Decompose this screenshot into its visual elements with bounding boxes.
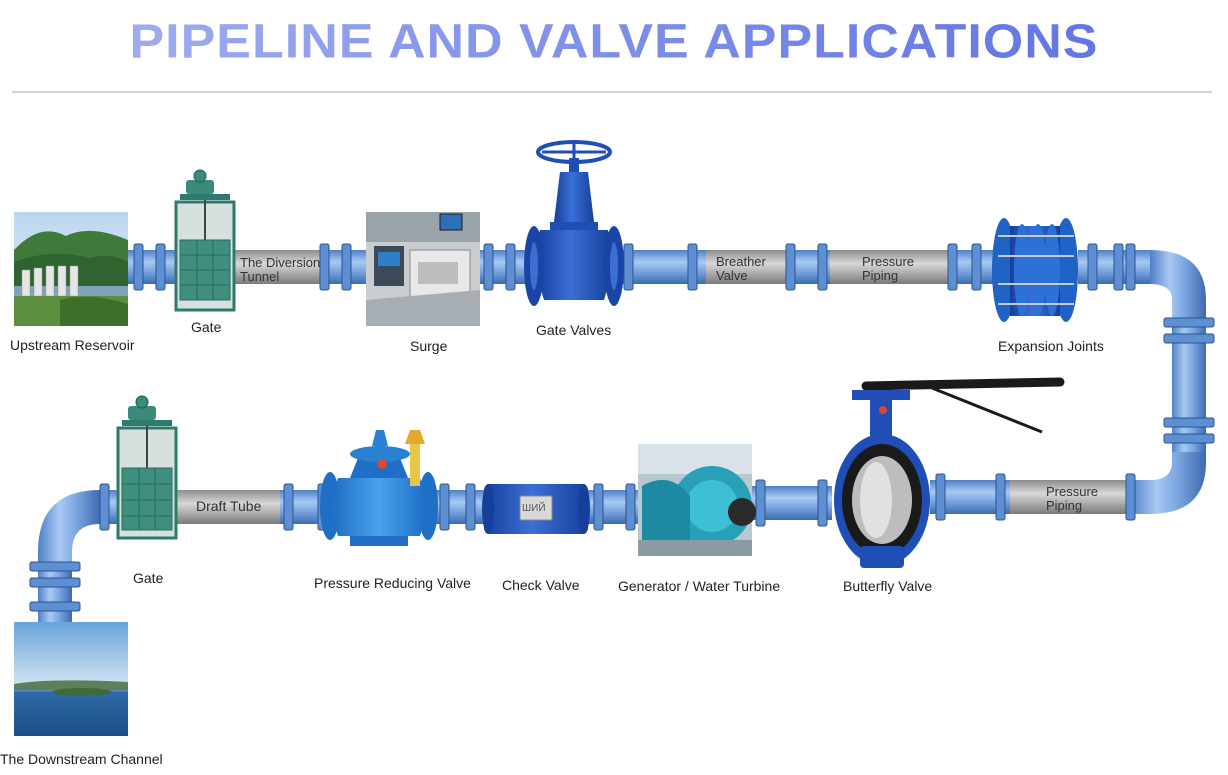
pressure-piping-top-label-2: Piping [862, 268, 899, 283]
draft-tube-label: Draft Tube [196, 498, 262, 514]
expansion-joints-label: Expansion Joints [998, 338, 1104, 354]
pressure-piping-bottom-label-1: Pressure [1046, 484, 1099, 499]
page-title: PIPELINE AND VALVE APPLICATIONS [0, 14, 1228, 69]
downstream-channel-label: The Downstream Channel [0, 751, 163, 767]
breather-valve-label-1: Breather [716, 254, 766, 269]
butterfly-valve-label: Butterfly Valve [843, 578, 933, 594]
check-valve-graphic [482, 484, 590, 534]
gate-top-label: Gate [191, 319, 222, 335]
breather-valve-pipe [706, 250, 790, 284]
check-valve-label: Check Valve [502, 577, 580, 593]
gate-bottom-label: Gate [133, 570, 164, 586]
title-divider [12, 91, 1212, 93]
pressure-reducing-valve-label: Pressure Reducing Valve [314, 575, 471, 591]
gate-valves-label: Gate Valves [536, 322, 612, 338]
expansion-joint-graphic [992, 218, 1078, 322]
left-elbow [38, 490, 100, 570]
surge-label: Surge [410, 338, 448, 354]
pressure-piping-bottom-pipe [1010, 480, 1130, 514]
check-valve-plate-text: ШИЙ [522, 503, 546, 514]
gate-bottom-graphic [116, 395, 178, 540]
gate-valve-graphic [524, 140, 624, 306]
flanges [29, 243, 1215, 612]
draft-tube-pipe [176, 490, 280, 524]
gate-top-graphic [174, 169, 236, 312]
right-elbow-bottom [1130, 452, 1206, 514]
diversion-tunnel-pipe [232, 250, 322, 284]
pressure-piping-bottom-label-2: Piping [1046, 498, 1083, 513]
diversion-tunnel-label-2: Tunnel [240, 269, 280, 284]
surge-photo [366, 212, 480, 326]
breather-valve-label-2: Valve [716, 268, 748, 283]
downstream-channel-photo [14, 622, 128, 736]
diversion-tunnel-label-1: The Diversion [240, 255, 321, 270]
upstream-reservoir-photo [14, 212, 128, 326]
pressure-piping-top-pipe [830, 250, 948, 284]
upstream-reservoir-label: Upstream Reservoir [10, 337, 135, 353]
generator-turbine-label: Generator / Water Turbine [618, 578, 781, 594]
pressure-piping-top-label-1: Pressure [862, 254, 915, 269]
butterfly-valve-graphic [834, 377, 1065, 568]
generator-turbine-photo [638, 444, 756, 556]
right-elbow-top [1150, 250, 1206, 320]
pressure-reducing-valve-graphic [320, 430, 438, 546]
